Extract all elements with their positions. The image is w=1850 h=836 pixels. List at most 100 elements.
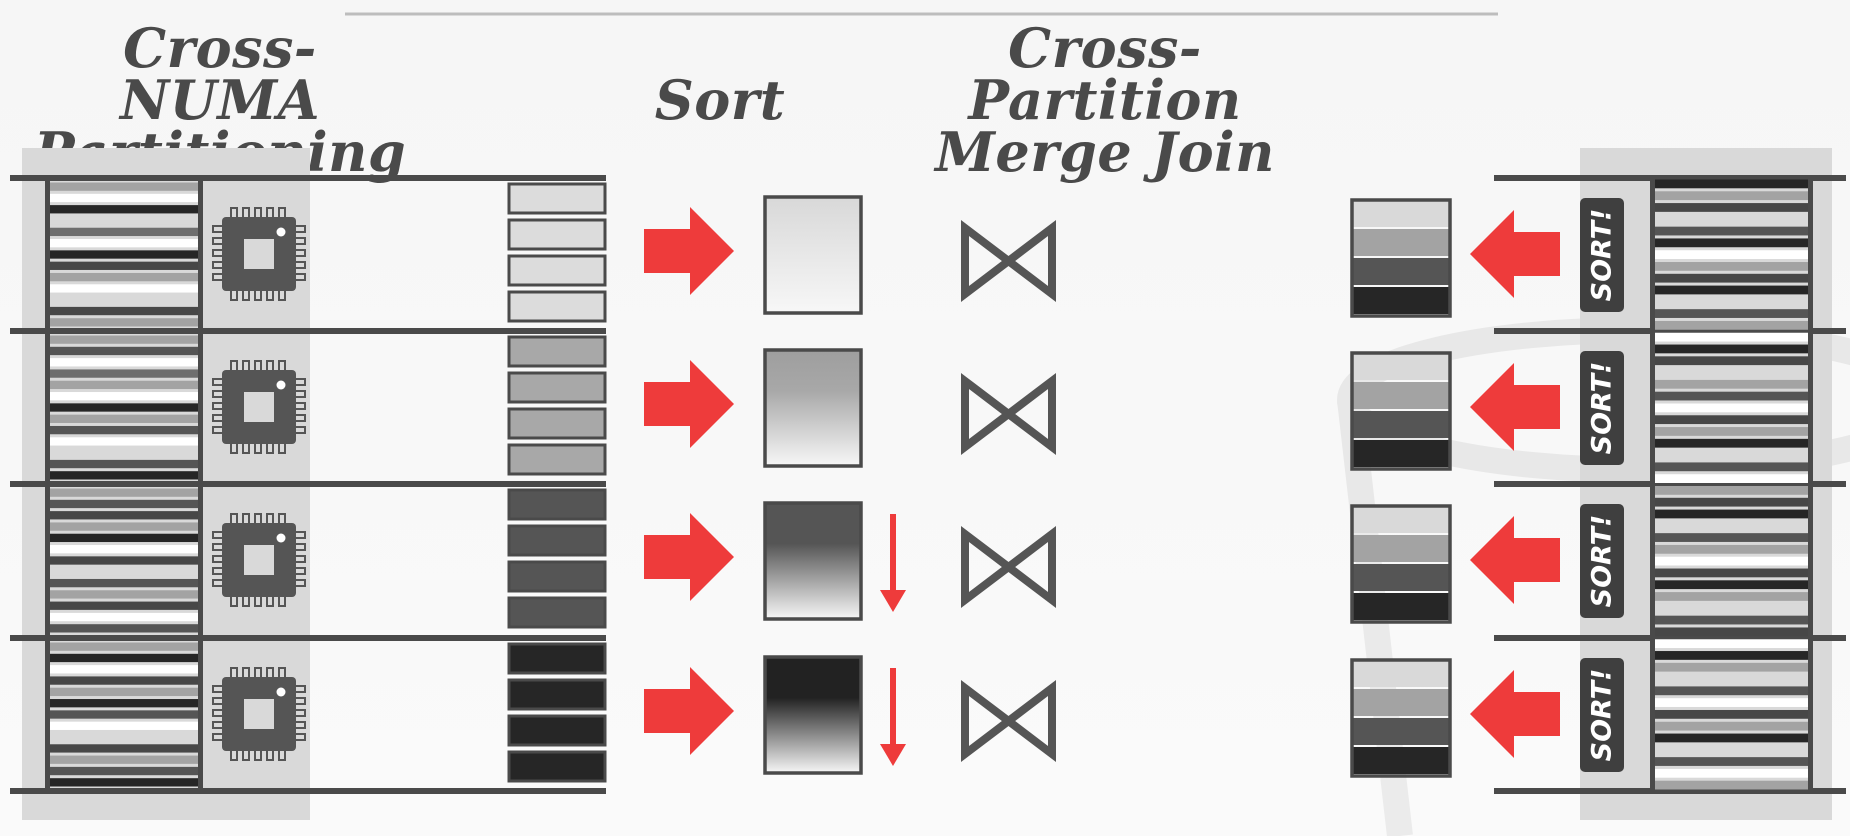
heading-line-1: Sort bbox=[654, 68, 786, 132]
sorted-run-segment bbox=[1352, 747, 1450, 774]
sort-label-badge bbox=[1580, 351, 1624, 465]
heading-line-1: Cross-Partition bbox=[968, 16, 1242, 132]
partition-run bbox=[507, 335, 607, 368]
memory-stripe bbox=[50, 380, 198, 390]
left-column-border bbox=[45, 178, 50, 791]
memory-stripe bbox=[1655, 568, 1808, 578]
heading-line-2: Merge Join bbox=[935, 120, 1275, 184]
memory-stripe bbox=[1655, 674, 1808, 684]
memory-stripe bbox=[50, 335, 198, 344]
sorted-run-segment bbox=[1352, 660, 1450, 687]
memory-stripe bbox=[50, 414, 198, 423]
sort-label-badge bbox=[1580, 504, 1624, 618]
partition-divider bbox=[1494, 328, 1846, 334]
memory-stripe bbox=[1655, 179, 1808, 189]
sorted-run-segment bbox=[1352, 353, 1450, 380]
down-arrow-icon bbox=[880, 744, 906, 766]
memory-stripe bbox=[50, 665, 198, 674]
memory-stripe bbox=[1655, 556, 1808, 566]
sort-label-text: SORT! bbox=[1587, 362, 1618, 455]
sorted-run-segment bbox=[1352, 506, 1450, 533]
right-column-border bbox=[1808, 178, 1813, 791]
memory-stripe bbox=[50, 653, 198, 663]
join-bowtie-icon bbox=[961, 219, 1056, 303]
memory-stripe bbox=[50, 732, 198, 742]
sorted-run-segment bbox=[1352, 564, 1450, 591]
cpu-icon bbox=[212, 360, 306, 454]
chip-core bbox=[244, 392, 274, 422]
memory-stripe bbox=[1655, 344, 1808, 354]
memory-stripe bbox=[50, 448, 198, 457]
memory-stripe bbox=[50, 522, 198, 531]
right-arrow-icon bbox=[644, 360, 734, 448]
sort-label-text: SORT! bbox=[1587, 515, 1618, 608]
right-arrow-icon bbox=[644, 667, 734, 755]
memory-stripe bbox=[1655, 662, 1808, 672]
partition-divider bbox=[1494, 635, 1846, 641]
sort-label-text: SORT! bbox=[1587, 669, 1618, 762]
memory-stripe bbox=[50, 392, 198, 401]
sort-direction-arrow-shaft bbox=[890, 514, 896, 592]
sorted-run-block bbox=[763, 195, 863, 315]
sorted-run-block bbox=[763, 348, 863, 468]
memory-stripe bbox=[50, 272, 198, 282]
partition-divider bbox=[10, 175, 606, 181]
chip-core bbox=[244, 239, 274, 269]
partition-run bbox=[507, 488, 607, 521]
sort-direction-arrow-shaft bbox=[890, 668, 896, 746]
sorted-run-segment bbox=[1352, 382, 1450, 409]
memory-stripe bbox=[1655, 709, 1808, 719]
partition-divider bbox=[1494, 481, 1846, 487]
memory-stripe bbox=[50, 306, 198, 316]
memory-stripe bbox=[1655, 757, 1808, 766]
memory-stripe bbox=[50, 346, 198, 356]
memory-stripe bbox=[50, 778, 198, 787]
heading-line-1: Cross-NUMA bbox=[119, 16, 321, 132]
memory-stripe bbox=[50, 403, 198, 412]
memory-stripe bbox=[1655, 768, 1808, 778]
sorted-run-stack bbox=[1350, 658, 1452, 778]
memory-stripe bbox=[1655, 391, 1808, 401]
join-bowtie-icon bbox=[961, 679, 1056, 763]
sorted-run-segment bbox=[1352, 411, 1450, 438]
memory-stripe bbox=[1655, 214, 1808, 224]
memory-stripe bbox=[50, 533, 198, 543]
partition-run bbox=[507, 750, 607, 783]
sort-label-badge bbox=[1580, 658, 1624, 772]
chip-dot bbox=[276, 687, 286, 697]
memory-stripe bbox=[1655, 780, 1808, 790]
sorted-run-segment bbox=[1352, 229, 1450, 256]
sorted-run-segment bbox=[1352, 689, 1450, 716]
memory-stripe bbox=[50, 556, 198, 565]
sorted-run-stack bbox=[1350, 198, 1452, 318]
memory-stripe bbox=[50, 250, 198, 259]
partition-divider bbox=[10, 481, 606, 487]
memory-stripe bbox=[1655, 639, 1808, 649]
chip-core bbox=[244, 545, 274, 575]
memory-stripe bbox=[50, 216, 198, 225]
memory-stripe bbox=[50, 318, 198, 327]
memory-stripe bbox=[1655, 191, 1808, 201]
left-arrow-icon bbox=[1470, 670, 1560, 758]
memory-stripe bbox=[1655, 580, 1808, 590]
partition-run bbox=[507, 524, 607, 557]
memory-stripe bbox=[1655, 733, 1808, 743]
left-column-border bbox=[198, 178, 203, 791]
cpu-icon bbox=[212, 207, 306, 301]
sorted-run-segment bbox=[1352, 535, 1450, 562]
partition-run bbox=[507, 678, 607, 711]
sorted-run-stack bbox=[1350, 504, 1452, 624]
left-arrow-icon bbox=[1470, 516, 1560, 604]
memory-stripe bbox=[1655, 615, 1808, 625]
memory-stripe bbox=[50, 471, 198, 480]
right-arrow-icon bbox=[644, 207, 734, 295]
left-arrow-icon bbox=[1470, 363, 1560, 451]
partition-run bbox=[507, 371, 607, 404]
sorted-run-segment bbox=[1352, 593, 1450, 620]
memory-stripe bbox=[50, 755, 198, 764]
memory-stripe bbox=[1655, 450, 1808, 460]
memory-stripe bbox=[1655, 686, 1808, 696]
memory-stripe bbox=[1655, 474, 1808, 483]
memory-stripe bbox=[50, 511, 198, 520]
